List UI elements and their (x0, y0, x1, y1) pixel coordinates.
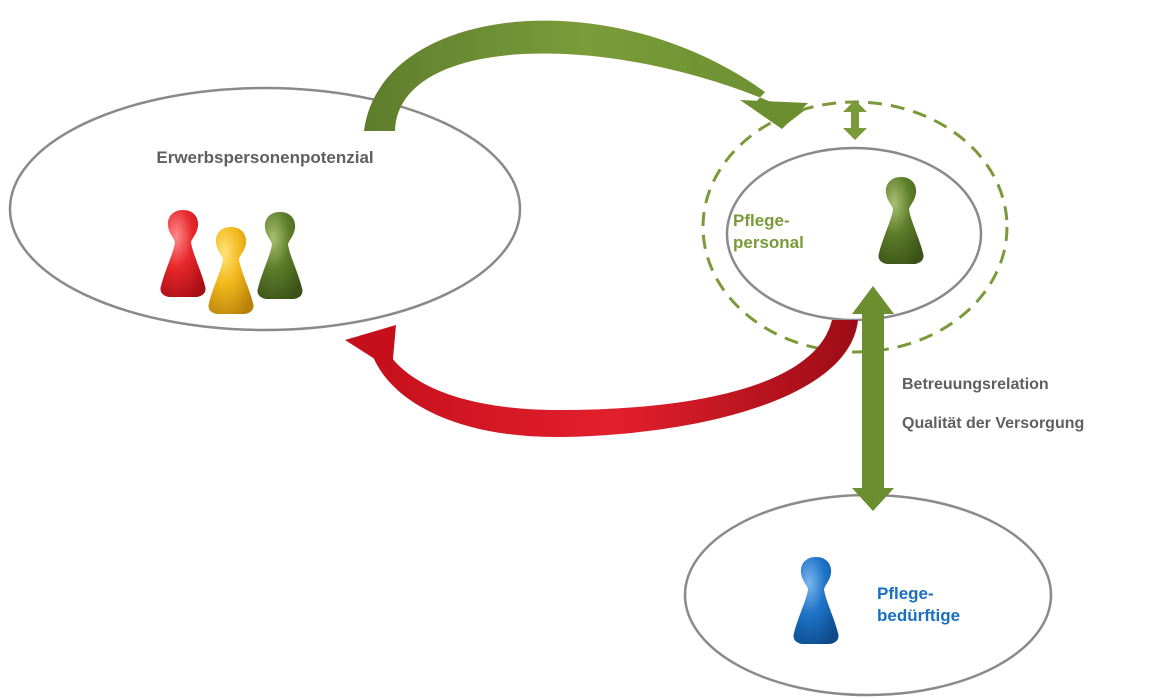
attrition-arrowhead (345, 325, 396, 370)
patients-label-line2: bedürftige (877, 606, 960, 625)
pawn-red-icon (160, 210, 206, 297)
patients-ellipse (683, 493, 1053, 697)
recruitment-arrowhead (740, 100, 808, 129)
workforce-ellipse (8, 86, 522, 332)
care-quality-label: Qualität der Versorgung (902, 415, 1084, 432)
recruitment-arrow (364, 20, 805, 131)
margin-double-arrow (843, 100, 867, 140)
care-ratio-double-arrow (852, 286, 894, 511)
workforce-label: Erwerbspersonenpotenzial (156, 148, 373, 167)
patients-label-line1: Pflege- (877, 584, 934, 603)
pawn-green-icon (257, 212, 303, 299)
pawn-blue-icon (793, 557, 839, 644)
staff-label-line1: Pflege- (733, 211, 790, 230)
pawn-green-staff-icon (878, 177, 924, 264)
care-ratio-label: Betreuungsrelation (902, 376, 1049, 393)
pawn-yellow-icon (208, 227, 254, 314)
staff-label-line2: personal (733, 233, 804, 252)
attrition-arrow (370, 320, 858, 438)
